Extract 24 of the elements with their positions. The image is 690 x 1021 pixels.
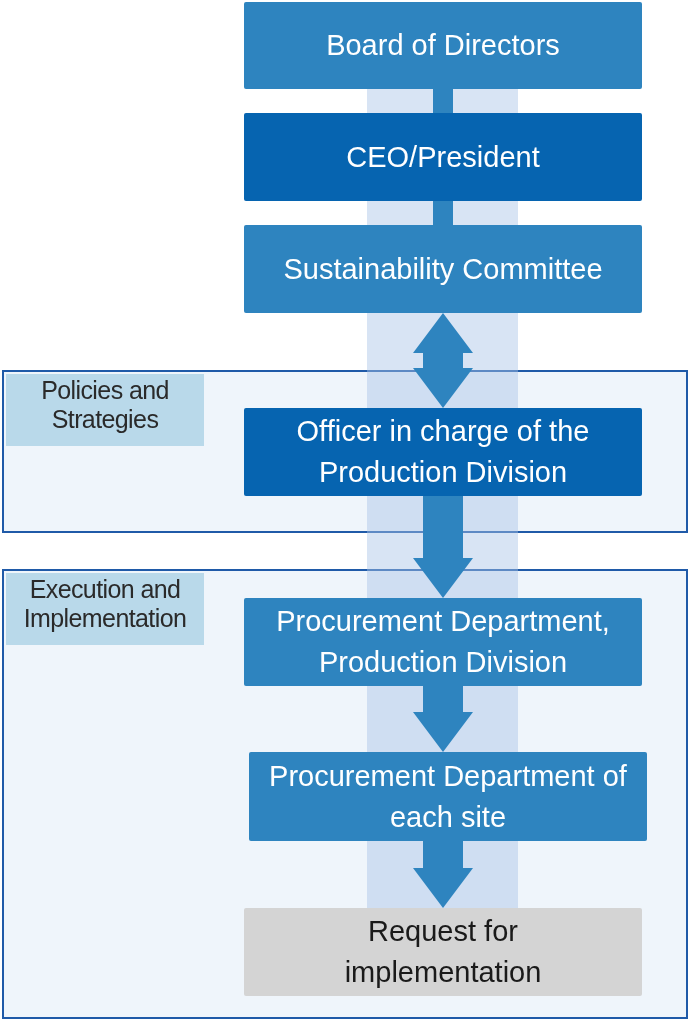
committee-box — [244, 225, 642, 313]
department-box — [249, 752, 647, 841]
section-panel — [2, 569, 688, 1019]
arrow — [413, 496, 473, 598]
arrow — [413, 686, 473, 752]
outcome-box — [244, 908, 642, 996]
role-box — [244, 408, 642, 496]
box-label: Board of Directors — [325, 28, 561, 64]
box-label: Request for implementation — [343, 914, 543, 990]
box-label: CEO/President — [345, 139, 541, 175]
arrow — [413, 313, 473, 408]
section-heading: Execution and Implementation — [22, 575, 188, 633]
box-label: Officer in charge of the Production Division — [295, 414, 591, 490]
box-label: Procurement Department, Production Division — [275, 604, 611, 680]
department-box — [244, 598, 642, 686]
section-panel — [2, 370, 688, 533]
arrow — [413, 841, 473, 908]
role-box — [244, 113, 642, 201]
section-heading: Policies and Strategies — [40, 376, 170, 434]
connector-line — [433, 201, 453, 225]
role-box — [244, 2, 642, 89]
box-label: Procurement Department of each site — [268, 758, 628, 835]
box-label: Sustainability Committee — [282, 251, 604, 287]
connector-line — [433, 89, 453, 113]
